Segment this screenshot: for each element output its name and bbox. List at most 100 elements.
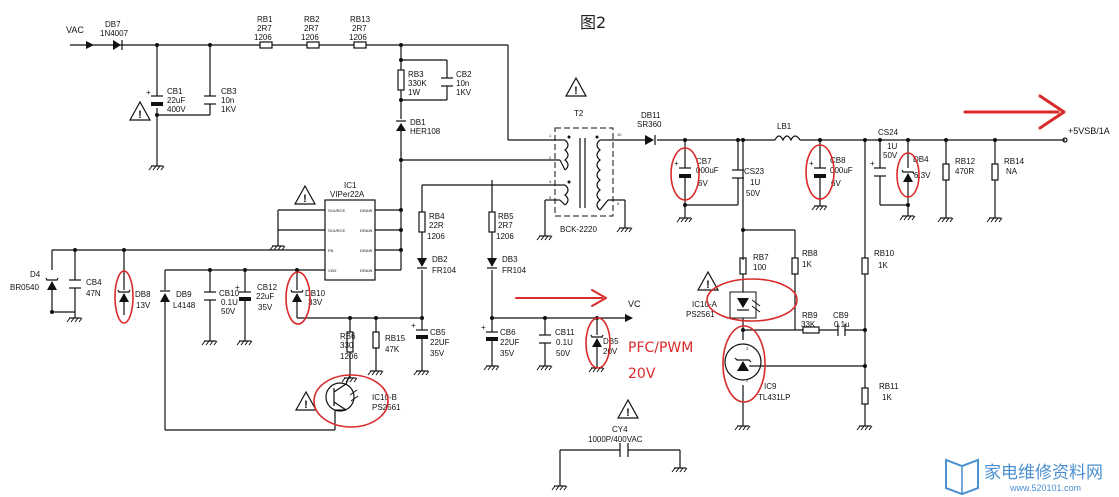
cb3-name: CB3 bbox=[221, 87, 237, 96]
cb6-voltage: 35V bbox=[500, 349, 515, 358]
rb10-value: 1K bbox=[878, 261, 888, 270]
cb4-value: 47N bbox=[86, 289, 101, 298]
svg-text:+: + bbox=[146, 88, 151, 97]
db10-name: DB10 bbox=[305, 289, 326, 298]
svg-text:+: + bbox=[674, 159, 679, 168]
rb8-value: 1K bbox=[802, 260, 812, 269]
component-labels: 图2 VAC +5VSB/1A VC DB7 1N4007 RB1 2R7 12… bbox=[10, 13, 1110, 444]
cb11-voltage: 50V bbox=[556, 349, 571, 358]
db11-name: DB11 bbox=[641, 111, 661, 120]
rb4-name: RB4 bbox=[429, 212, 445, 221]
rb1-name: RB1 bbox=[257, 15, 273, 24]
cb5-voltage: 35V bbox=[430, 349, 445, 358]
rb2-name: RB2 bbox=[304, 15, 320, 24]
cb10-voltage: 50V bbox=[221, 307, 236, 316]
cb2-voltage: 1KV bbox=[456, 88, 472, 97]
ic10b-name: IC10-B bbox=[372, 393, 397, 402]
rb6-package: 1206 bbox=[340, 352, 358, 361]
db1-value: HER108 bbox=[410, 127, 441, 136]
ic1-pin-source-2: SOURCE bbox=[328, 228, 345, 233]
t2-pin-9: 9 bbox=[617, 201, 620, 206]
cb6-name: CB6 bbox=[500, 328, 516, 337]
cb9-value: 0.1u bbox=[834, 320, 850, 329]
ic1-pin-drain-4: DRAIN bbox=[360, 268, 373, 273]
cb2-value: 10n bbox=[456, 79, 469, 88]
rb5-value: 2R7 bbox=[498, 221, 513, 230]
pfc-pwm-annotation: PFC/PWM bbox=[628, 340, 693, 356]
cb1-value: 22uF bbox=[167, 96, 185, 105]
cy4-name: CY4 bbox=[612, 425, 628, 434]
cb3-value: 10n bbox=[221, 96, 234, 105]
cb10-value: 0.1U bbox=[221, 298, 238, 307]
db4-name: DB4 bbox=[913, 155, 929, 164]
t2-part: BCK-2220 bbox=[560, 225, 597, 234]
d4-value: BR0540 bbox=[10, 283, 39, 292]
t2-pin-5: 5 bbox=[549, 195, 552, 200]
ic1-pin-fb: FB bbox=[328, 248, 333, 253]
cb12-value: 22uF bbox=[256, 292, 274, 301]
db3-name: DB3 bbox=[502, 255, 518, 264]
cb3-voltage: 1KV bbox=[221, 105, 237, 114]
cb1-name: CB1 bbox=[167, 87, 183, 96]
ic10a-name: IC10-A bbox=[692, 300, 718, 309]
ic1-name: IC1 bbox=[344, 181, 357, 190]
svg-text:+: + bbox=[411, 321, 416, 330]
cb11-value: 0.1U bbox=[556, 338, 573, 347]
cb10-name: CB10 bbox=[219, 289, 240, 298]
red-annotations: PFC/PWM 20V bbox=[114, 94, 1066, 428]
db7-name: DB7 bbox=[105, 20, 121, 29]
cb7-voltage: 6V bbox=[698, 179, 708, 188]
input-arrow bbox=[86, 41, 94, 49]
vac-label: VAC bbox=[66, 25, 84, 35]
cb12-name: CB12 bbox=[257, 283, 278, 292]
db7-value: 1N4007 bbox=[100, 29, 129, 38]
watermark-main: 家电维修资料网 bbox=[984, 463, 1103, 483]
ic9-pin-3: 3 bbox=[746, 346, 749, 351]
rb4-value: 22R bbox=[429, 221, 444, 230]
vc-label: VC bbox=[628, 299, 641, 309]
ic1-pin-drain-3: DRAIN bbox=[360, 248, 373, 253]
rb6-value: 330 bbox=[340, 341, 354, 350]
svg-text:+: + bbox=[235, 283, 240, 292]
rb5-name: RB5 bbox=[498, 212, 514, 221]
rb13-value: 2R7 bbox=[352, 24, 367, 33]
rb2-package: 1206 bbox=[301, 33, 319, 42]
db5-name: DB5 bbox=[603, 337, 619, 346]
d4-name: D4 bbox=[30, 270, 41, 279]
rb14-name: RB14 bbox=[1004, 157, 1025, 166]
cs24-name: CS24 bbox=[878, 128, 899, 137]
cy4-value: 1000P/400VAC bbox=[588, 435, 643, 444]
rb12-value: 470R bbox=[955, 167, 974, 176]
cb11-name: CB11 bbox=[555, 328, 575, 337]
svg-text:+: + bbox=[809, 159, 814, 168]
svg-text:+: + bbox=[870, 159, 875, 168]
rb13-package: 1206 bbox=[349, 33, 367, 42]
rb3-power: 1W bbox=[408, 88, 420, 97]
svg-text:+: + bbox=[481, 323, 486, 332]
cb7-value: 000uF bbox=[696, 166, 719, 175]
rb7-name: RB7 bbox=[753, 253, 769, 262]
cs23-value: 1U bbox=[750, 178, 760, 187]
db11-value: SR360 bbox=[637, 120, 662, 129]
output-label: +5VSB/1A bbox=[1068, 126, 1110, 136]
cb5-name: CB5 bbox=[430, 328, 446, 337]
rb4-package: 1206 bbox=[427, 232, 445, 241]
cb12-voltage: 35V bbox=[258, 303, 273, 312]
db9-name: DB9 bbox=[176, 290, 192, 299]
cs24-voltage: 50V bbox=[883, 151, 898, 160]
db8-name: DB8 bbox=[135, 290, 151, 299]
rb11-value: 1K bbox=[882, 393, 892, 402]
rb2-value: 2R7 bbox=[304, 24, 319, 33]
watermark: 家电维修资料网 www.520101.com bbox=[945, 458, 1103, 496]
t2-pin-10: 10 bbox=[617, 132, 622, 137]
ground-symbols bbox=[66, 159, 1003, 491]
t2-pin-2: 2 bbox=[549, 155, 552, 160]
figure-title: 图2 bbox=[580, 13, 606, 32]
rb5-package: 1206 bbox=[496, 232, 514, 241]
ic1-pin-source-1: SOURCE bbox=[328, 208, 345, 213]
ic9-part: TL431LP bbox=[758, 393, 790, 402]
t2-pin-1: 1 bbox=[549, 133, 552, 138]
db5-value: 20V bbox=[603, 347, 618, 356]
